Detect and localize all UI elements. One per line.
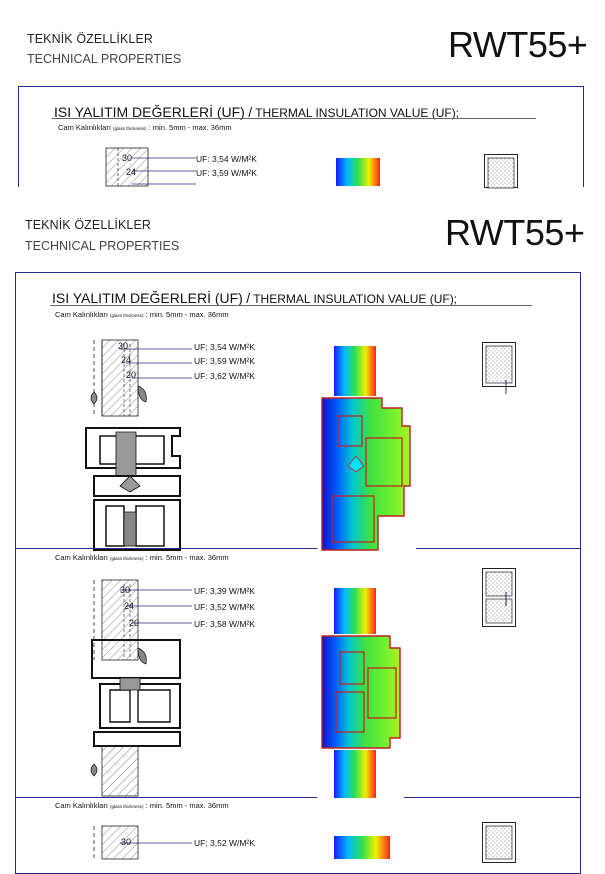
panel1-section-drawing: [85, 339, 192, 551]
panel1-window-icon: [482, 342, 516, 394]
panel2-thickness-30: 30: [120, 585, 131, 595]
panel1-uf-20: UF: 3,62 W/M²K: [194, 371, 255, 381]
panel2-divider-left: [15, 797, 317, 798]
panel1-uf-24: UF: 3,59 W/M²K: [194, 356, 255, 366]
panel1-thermal-image: [321, 346, 411, 551]
panel3-window-icon: [482, 822, 516, 863]
header-title-tr-top: TEKNİK ÖZELLİKLER: [27, 32, 154, 46]
panel1-thickness-24: 24: [121, 355, 132, 365]
panel2-divider-right: [404, 797, 580, 798]
top-strip-title: ISI YALITIM DEĞERLERİ (UF) / THERMAL INS…: [54, 104, 460, 120]
panel2-uf-20: UF: 3,58 W/M²K: [194, 619, 255, 629]
top-strip-glass-label: Cam Kalınlıkları (glass thickness) : min…: [58, 123, 232, 132]
top-thermal-image: [336, 158, 380, 186]
top-thickness-24: 24: [126, 167, 137, 177]
panel2-section-drawing: [90, 579, 192, 797]
top-uf-30: UF: 3,54 W/M²K: [196, 154, 257, 164]
top-strip-frame: [18, 86, 584, 187]
panel2-thickness-20: 20: [129, 618, 140, 628]
panel2-uf-30: UF: 3,39 W/M²K: [194, 586, 255, 596]
panel2-thickness-24: 24: [124, 601, 135, 611]
panel1-thickness-30: 30: [118, 341, 129, 351]
top-thickness-30: 30: [122, 153, 133, 163]
header-title-tr: TEKNİK ÖZELLİKLER: [25, 218, 152, 232]
panel3-glass-label: Cam Kalınlıkları (glass thickness) : min…: [55, 801, 229, 810]
panel1-divider-right: [416, 548, 580, 549]
panel3-section-drawing: [93, 825, 192, 860]
panel2-thermal-image: [321, 588, 401, 798]
panel1-glass-label: Cam Kalınlıkları (glass thickness) : min…: [55, 310, 229, 319]
panel3-uf-30: UF: 3,52 W/M²K: [194, 838, 255, 848]
top-strip-rule: [52, 118, 536, 119]
panel3-thermal-image: [334, 836, 390, 859]
panel2-glass-label: Cam Kalınlıkları (glass thickness) : min…: [55, 553, 229, 562]
panel2-uf-24: UF: 3,52 W/M²K: [194, 602, 255, 612]
panel2-window-icon: [482, 568, 516, 627]
panel3-thickness-30: 30: [121, 837, 132, 847]
panel1-uf-30: UF: 3,54 W/M²K: [194, 342, 255, 352]
header-title-en-top: TECHNICAL PROPERTIES: [27, 52, 182, 66]
model-name-top: RWT55+: [448, 24, 588, 65]
section-title: ISI YALITIM DEĞERLERİ (UF) / THERMAL INS…: [52, 290, 458, 306]
header-title-en: TECHNICAL PROPERTIES: [25, 239, 180, 253]
model-name: RWT55+: [445, 212, 585, 253]
top-strip-section-drawing: [105, 147, 196, 187]
panel1-divider-left: [15, 548, 317, 549]
section-title-rule: [50, 305, 532, 306]
top-window-icon: [484, 154, 518, 189]
top-uf-24: UF: 3,59 W/M²K: [196, 168, 257, 178]
panel1-thickness-20: 20: [126, 370, 137, 380]
